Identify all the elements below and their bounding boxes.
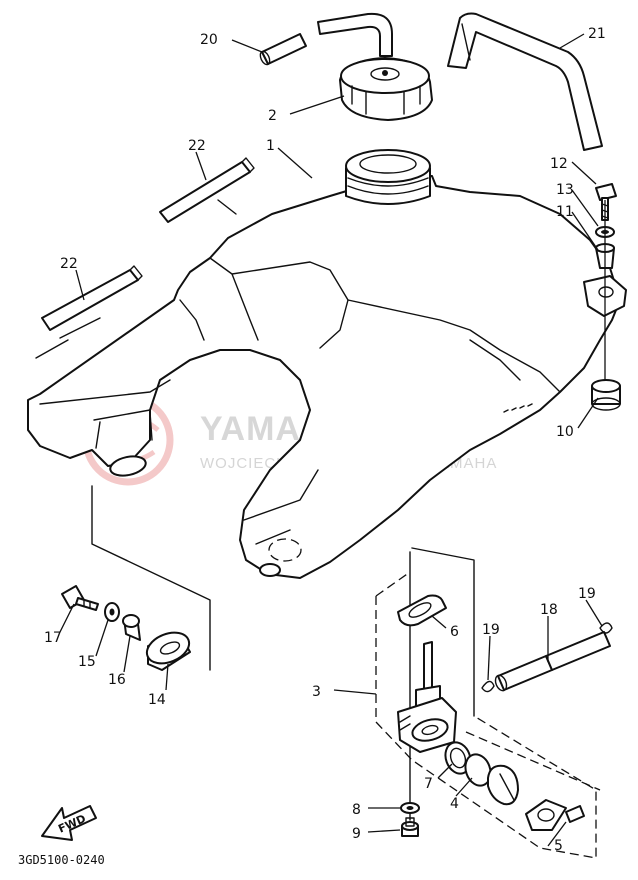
part-1-fuel-tank[interactable] xyxy=(27,149,627,579)
fuel-cock-lever[interactable] xyxy=(487,764,519,806)
part-3-assembly-outline xyxy=(375,596,597,859)
callout-22-lower: 22 xyxy=(60,256,78,272)
front-mount-guide-line xyxy=(91,485,211,671)
callout-20: 20 xyxy=(200,32,218,48)
callout-19-b: 19 xyxy=(578,586,596,602)
callout-12: 12 xyxy=(550,156,568,172)
part-9-drain-screw[interactable] xyxy=(401,817,419,837)
callout-10: 10 xyxy=(556,424,574,440)
callout-7: 7 xyxy=(424,776,433,792)
callout-9: 9 xyxy=(352,826,361,842)
part-19-clip-b[interactable] xyxy=(599,622,613,634)
petcock-guide-line xyxy=(411,547,475,717)
callout-4: 4 xyxy=(450,796,459,812)
part-15-washer[interactable] xyxy=(104,602,120,622)
part-21-rubber-strap[interactable] xyxy=(447,12,603,151)
callout-15: 15 xyxy=(78,654,96,670)
callout-2: 2 xyxy=(268,108,277,124)
part-18-fuel-pipe[interactable] xyxy=(493,631,611,692)
part-14-grommet[interactable] xyxy=(142,627,193,671)
callout-22-upper: 22 xyxy=(188,138,206,154)
callout-8: 8 xyxy=(352,802,361,818)
callout-18: 18 xyxy=(540,602,558,618)
part-17-bolt[interactable] xyxy=(61,585,99,611)
part-20-breather-hose[interactable] xyxy=(258,12,393,66)
callout-17: 17 xyxy=(44,630,62,646)
part-8-washer[interactable] xyxy=(400,802,420,814)
callout-labels: 20 2 21 1 22 22 12 13 11 10 17 15 16 14 … xyxy=(44,26,606,854)
part-22-damper-upper[interactable] xyxy=(159,157,255,223)
part-7-o-ring[interactable] xyxy=(441,739,474,777)
part-10-grommet[interactable] xyxy=(591,379,621,411)
part-2-fuel-cap[interactable] xyxy=(339,57,433,121)
callout-13: 13 xyxy=(556,182,574,198)
callout-14: 14 xyxy=(148,692,166,708)
callout-3: 3 xyxy=(312,684,321,700)
leader-lines xyxy=(59,33,603,847)
callout-11: 11 xyxy=(556,204,574,220)
callout-5: 5 xyxy=(554,838,563,854)
callout-6: 6 xyxy=(450,624,459,640)
part-19-clip-a[interactable] xyxy=(481,680,495,693)
fwd-arrow-icon: FWD xyxy=(41,805,97,841)
callout-1: 1 xyxy=(266,138,275,154)
callout-16: 16 xyxy=(108,672,126,688)
callout-19-a: 19 xyxy=(482,622,500,638)
part-5-cover-plate[interactable] xyxy=(525,799,585,831)
part-16-collar[interactable] xyxy=(122,614,141,641)
part-12-bolt[interactable] xyxy=(595,183,617,221)
callout-21: 21 xyxy=(588,26,606,42)
part-6-gasket[interactable] xyxy=(397,594,447,627)
diagram-code: 3GD5100-0240 xyxy=(18,853,105,867)
part-3-fuel-cock[interactable] xyxy=(397,641,457,753)
part-22-damper-lower[interactable] xyxy=(35,265,143,359)
